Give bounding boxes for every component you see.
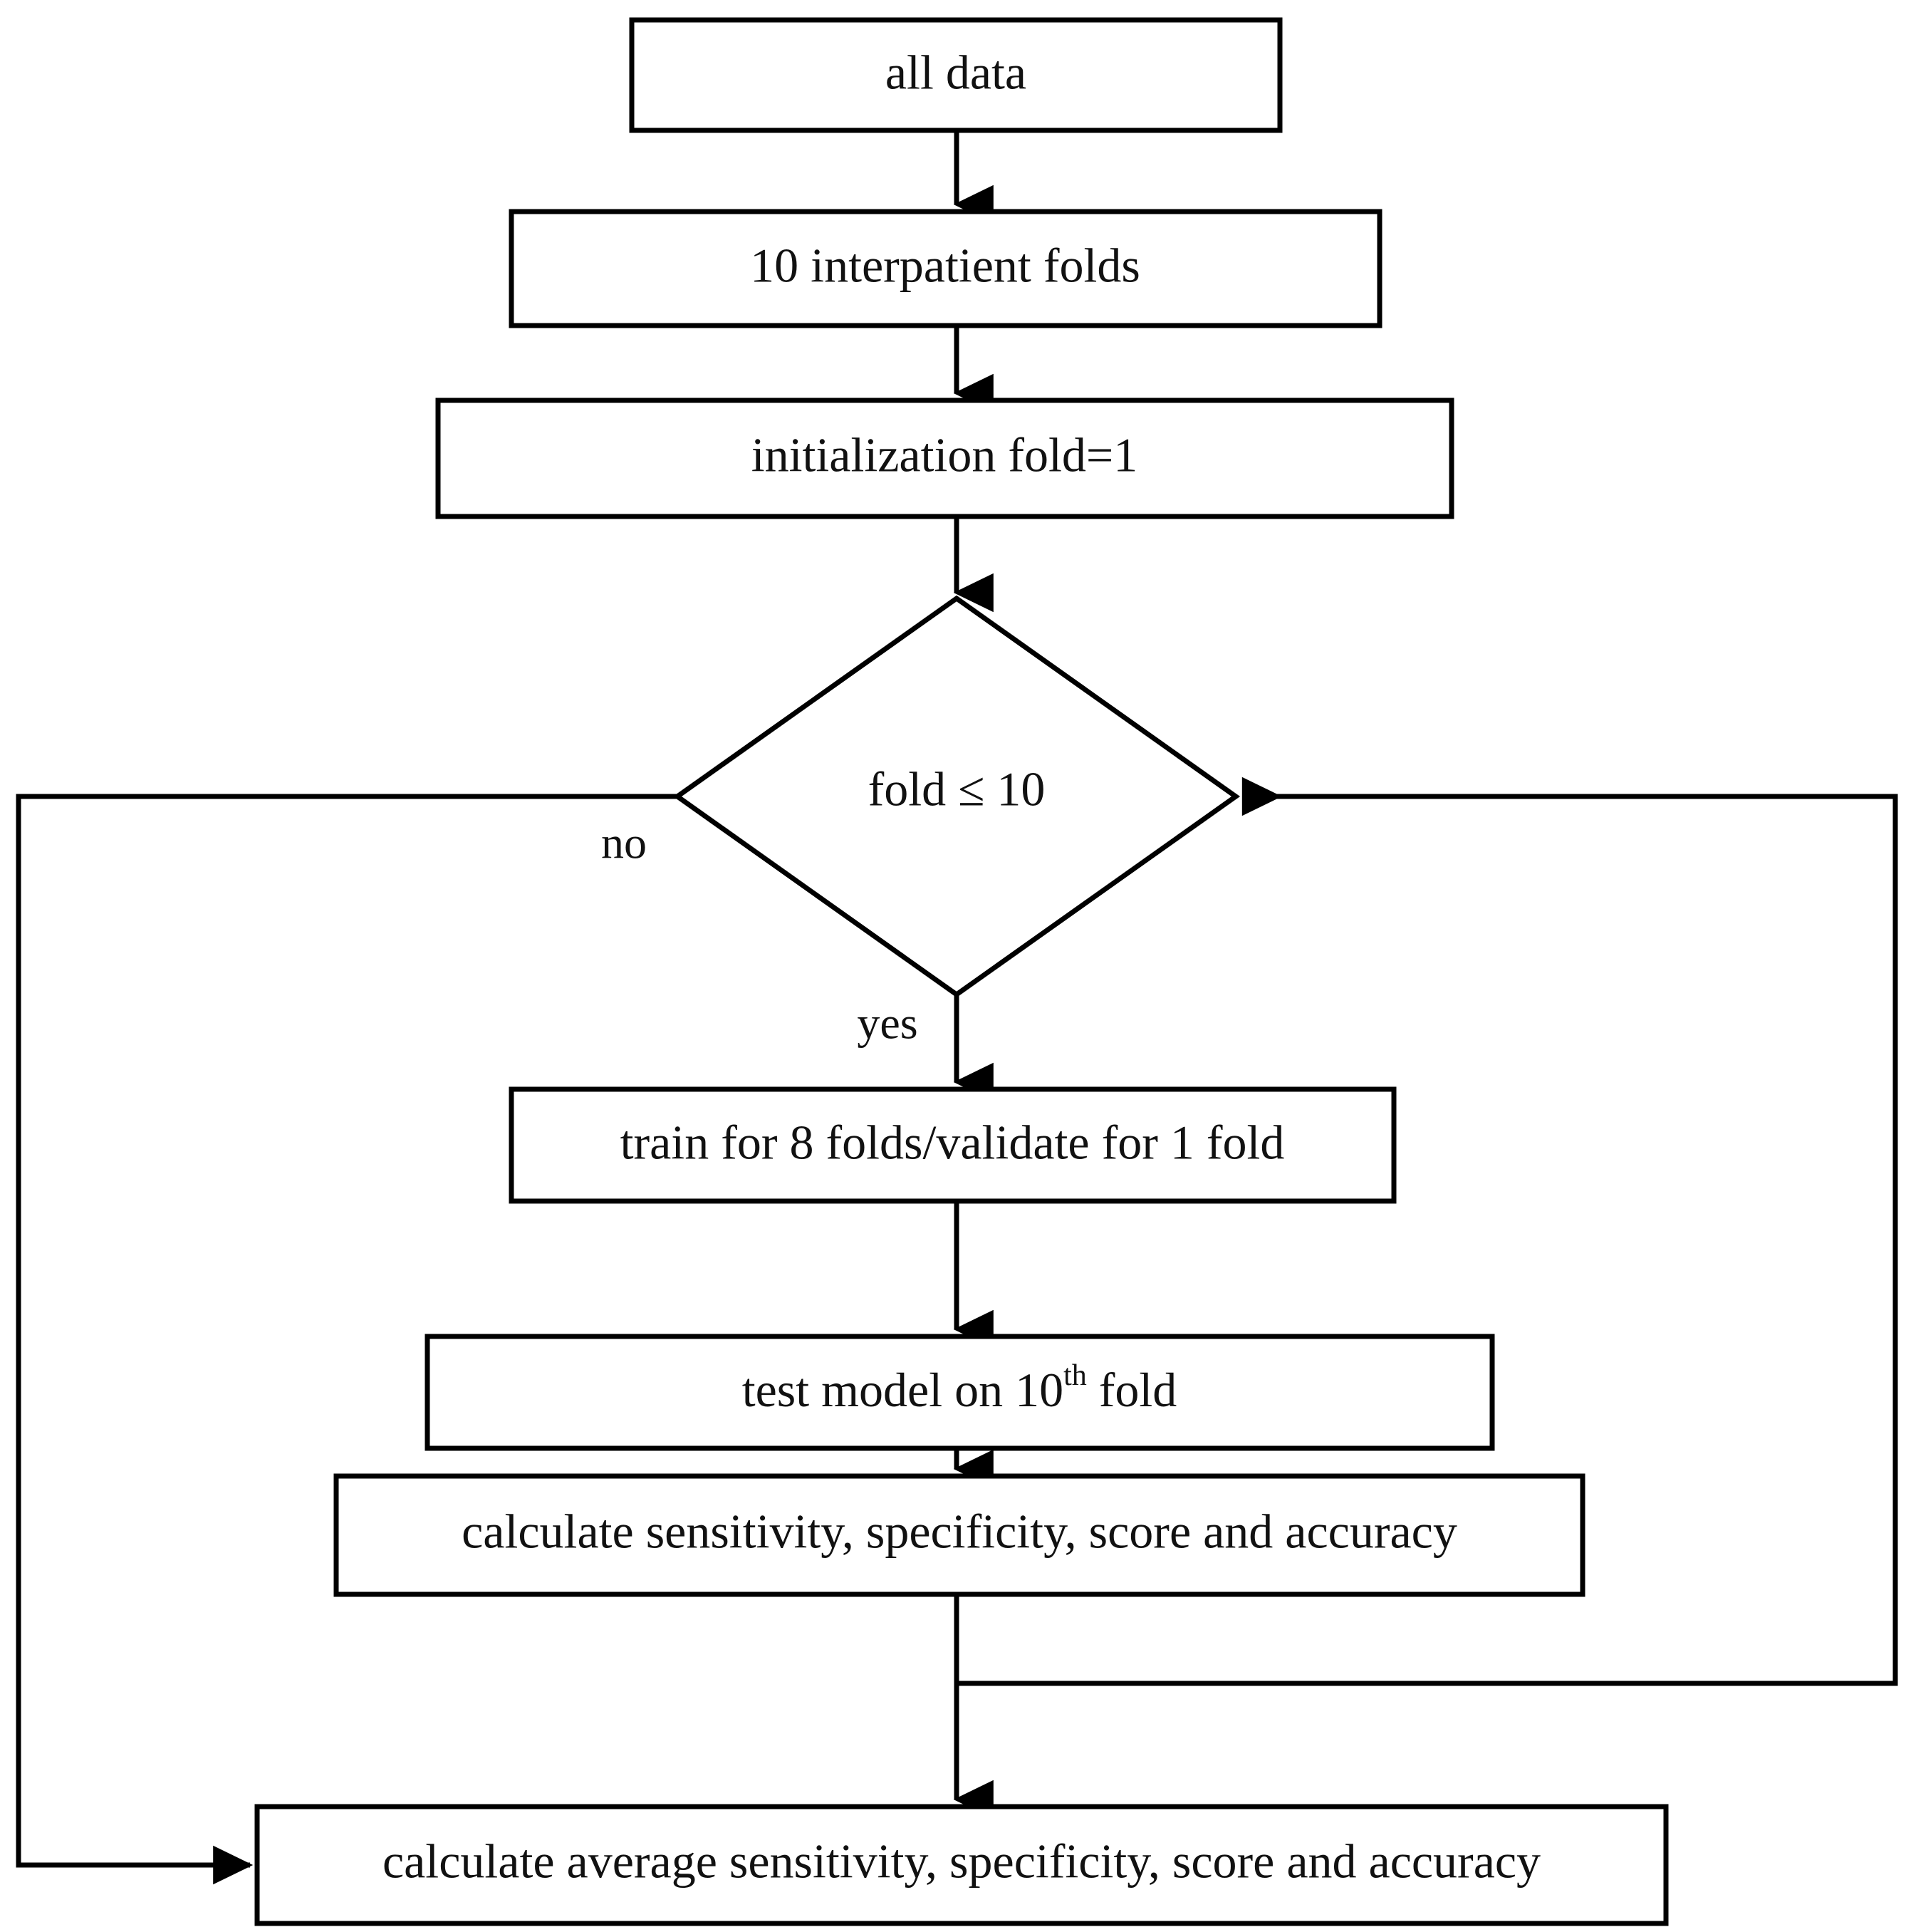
node-test-model-label-prefix: test model on 10	[742, 1363, 1063, 1417]
node-calculate-metrics-box	[333, 1473, 1585, 1597]
node-train-validate[interactable]: train for 8 folds/validate for 1 fold	[509, 1086, 1397, 1204]
node-decision-fold[interactable]: fold ≤ 10	[672, 595, 1241, 998]
node-calculate-metrics-label: calculate sensitivity, specificity, scor…	[462, 1505, 1457, 1559]
node-train-validate-label: train for 8 folds/validate for 1 fold	[620, 1116, 1285, 1170]
node-decision-fold-shape	[672, 595, 1241, 998]
node-all-data-label: all data	[885, 46, 1026, 100]
node-test-model-box	[425, 1334, 1495, 1451]
edge-label-yes: yes	[857, 998, 917, 1049]
node-interpatient-folds-label: 10 interpatient folds	[750, 239, 1140, 293]
node-test-model-label-suffix: fold	[1087, 1363, 1177, 1417]
node-train-validate-box	[509, 1086, 1397, 1204]
node-test-model-label-superscript: th	[1063, 1359, 1087, 1392]
edge-decision-no-to-average	[16, 794, 677, 1885]
node-interpatient-folds[interactable]: 10 interpatient folds	[509, 209, 1382, 328]
node-decision-fold-label: fold ≤ 10	[868, 762, 1046, 816]
node-initialization[interactable]: initialization fold=1	[435, 398, 1454, 519]
node-all-data[interactable]: all data	[629, 17, 1283, 133]
node-test-model[interactable]: test model on 10th fold	[425, 1334, 1495, 1451]
node-calculate-metrics[interactable]: calculate sensitivity, specificity, scor…	[333, 1473, 1585, 1597]
node-initialization-label: initialization fold=1	[751, 428, 1138, 482]
node-all-data-box	[629, 17, 1283, 133]
edge-label-no: no	[601, 818, 647, 868]
node-calculate-average-metrics[interactable]: calculate average sensitivity, specifici…	[254, 1804, 1669, 1926]
edge-loop-back-to-decision	[957, 777, 1898, 1686]
node-initialization-box	[435, 398, 1454, 519]
node-interpatient-folds-box	[509, 209, 1382, 328]
node-calculate-average-metrics-box	[254, 1804, 1669, 1926]
node-test-model-label: test model on 10th fold	[742, 1359, 1177, 1417]
node-calculate-average-metrics-label: calculate average sensitivity, specifici…	[382, 1834, 1541, 1889]
